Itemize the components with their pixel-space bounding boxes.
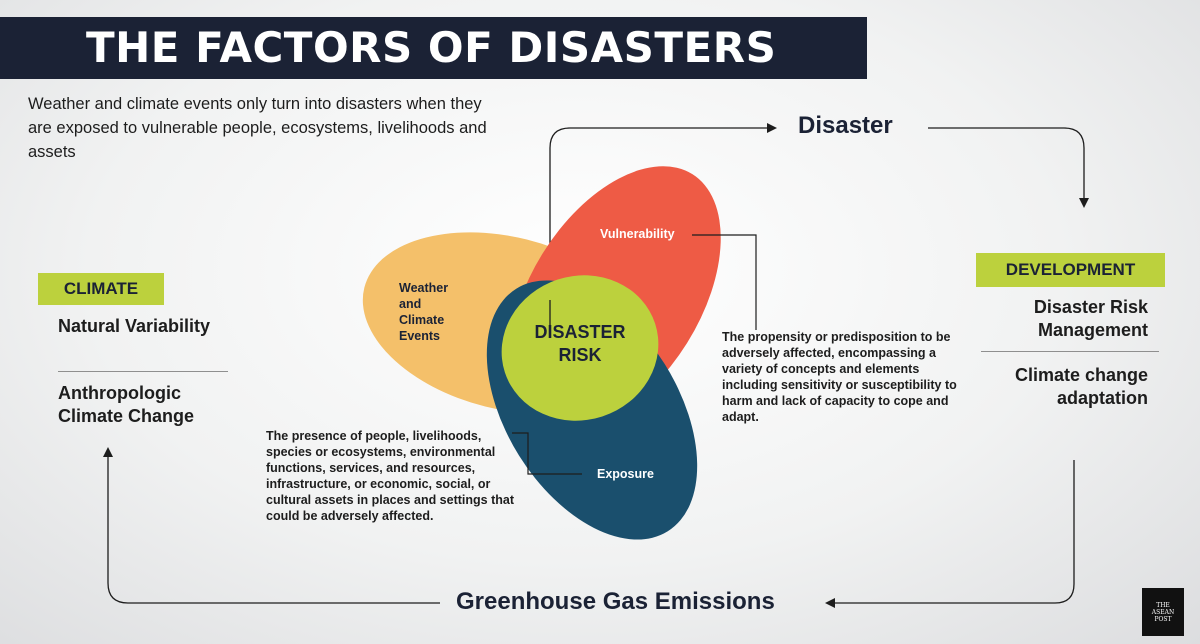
page-title: THE FACTORS OF DISASTERS — [86, 23, 777, 72]
cycle-arrow-to-disaster — [549, 123, 777, 300]
development-tag: DEVELOPMENT — [976, 253, 1165, 287]
cycle-arrow-to-climate — [103, 447, 440, 604]
disaster-label: Disaster — [798, 112, 893, 139]
vulnerability-label: Vulnerability — [600, 227, 675, 241]
vulnerability-connector — [692, 234, 757, 330]
intro-text: Weather and climate events only turn int… — [28, 95, 487, 161]
disaster-risk-circle — [501, 275, 659, 421]
logo-text: THE ASEAN POST — [1142, 602, 1184, 623]
exposure-connector — [512, 432, 582, 475]
title-bar: THE FACTORS OF DISASTERS — [0, 17, 867, 79]
disaster-risk-label-line2: RISK — [558, 345, 601, 365]
weather-label-line2: and — [399, 297, 421, 311]
cycle-arrow-to-emissions — [825, 460, 1075, 608]
natural-variability-label: Natural Variability — [58, 316, 211, 336]
weather-label-line1: Weather — [399, 281, 448, 295]
development-divider — [981, 351, 1159, 352]
exposure-label: Exposure — [597, 467, 654, 481]
exposure-description: The presence of people, livelihoods, spe… — [266, 429, 514, 523]
vulnerability-description: The propensity or predisposition to be a… — [722, 330, 957, 424]
climate-divider — [58, 371, 228, 372]
weather-label-line3: Climate — [399, 313, 444, 327]
logo-line3: POST — [1154, 616, 1172, 623]
adaptation-label: Climate change adaptation — [1014, 365, 1148, 408]
logo-line1: THE — [1156, 602, 1170, 609]
cycle-arrow-to-development — [928, 127, 1089, 208]
logo-line2: ASEAN — [1151, 609, 1175, 616]
climate-tag: CLIMATE — [38, 273, 164, 305]
anthropologic-change-label: Anthropologic Climate Change — [58, 383, 195, 426]
risk-management-label: Disaster Risk Management — [1033, 297, 1148, 340]
weather-label-line4: Events — [399, 329, 440, 343]
asean-post-logo: THE ASEAN POST — [1142, 588, 1184, 636]
disaster-risk-label-line1: DISASTER — [534, 322, 625, 342]
greenhouse-gas-label: Greenhouse Gas Emissions — [456, 588, 775, 615]
